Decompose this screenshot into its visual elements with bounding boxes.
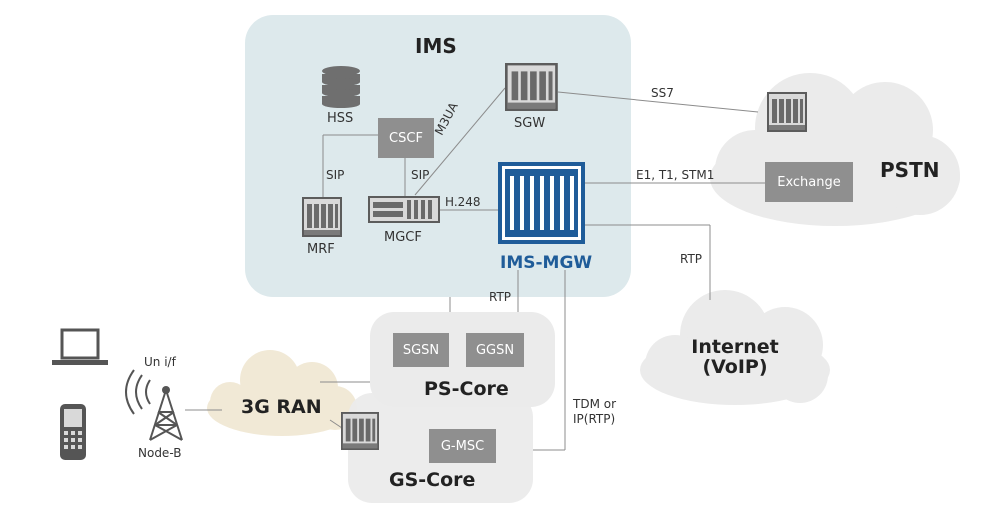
cscf-node[interactable]: CSCF — [378, 118, 434, 158]
rack-server-icon — [302, 197, 342, 237]
antenna-tower-icon — [125, 369, 183, 441]
sgw-label: SGW — [514, 116, 546, 131]
internet-title: Internet (VoIP) — [691, 336, 779, 378]
rack-server-icon — [368, 196, 440, 223]
gs-core-title: GS-Core — [389, 469, 476, 491]
rack-server-icon — [341, 412, 379, 450]
tdm-label: TDM or IP(RTP) — [573, 397, 617, 426]
ims-title: IMS — [415, 34, 457, 58]
database-icon — [322, 66, 360, 108]
sip-mrf-label: SIP — [326, 168, 345, 182]
rtp-internet-label: RTP — [680, 252, 703, 266]
mgcf-label: MGCF — [384, 230, 422, 245]
ps-core-title: PS-Core — [424, 378, 509, 400]
mobile-phone-icon — [60, 404, 86, 460]
ggsn-node[interactable]: GGSN — [466, 333, 524, 367]
ims-mgw-label: IMS-MGW — [500, 253, 593, 273]
pstn-title: PSTN — [880, 158, 940, 182]
rack-server-icon — [505, 63, 558, 111]
uni-label: Un i/f — [144, 355, 176, 369]
g-msc-node[interactable]: G-MSC — [429, 429, 496, 463]
ran-cloud — [207, 350, 357, 436]
laptop-icon — [52, 328, 108, 365]
rack-server-icon — [498, 162, 585, 244]
mrf-label: MRF — [307, 242, 335, 257]
e1-label: E1, T1, STM1 — [636, 168, 715, 182]
rtp-core-label: RTP — [489, 290, 512, 304]
sgsn-node[interactable]: SGSN — [393, 333, 449, 367]
node-b-label: Node-B — [138, 446, 182, 460]
ss7-label: SS7 — [651, 86, 674, 100]
exchange-node[interactable]: Exchange — [765, 162, 853, 202]
pstn-cloud — [710, 73, 960, 226]
internet-cloud — [640, 290, 830, 405]
h248-label: H.248 — [445, 195, 481, 209]
sip-mgcf-label: SIP — [411, 168, 430, 182]
ran-title: 3G RAN — [241, 396, 322, 418]
rack-server-icon — [767, 92, 807, 132]
hss-label: HSS — [327, 111, 354, 126]
